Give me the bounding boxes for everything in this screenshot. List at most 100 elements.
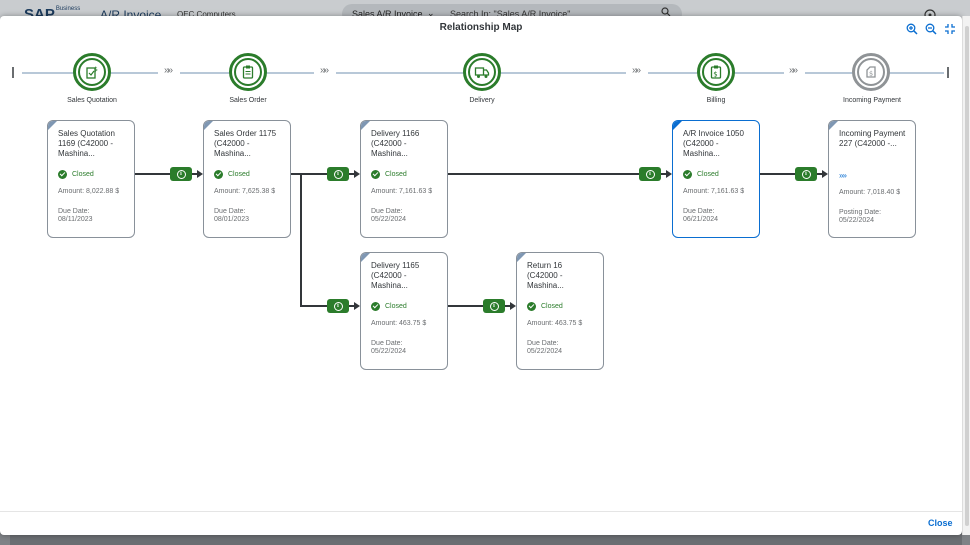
link-line [290, 173, 327, 175]
card-title: Sales Order 1175 (C42000 - Mashina... [214, 129, 277, 158]
link-info-badge[interactable]: i [170, 167, 192, 181]
quotation-icon: $ [86, 66, 98, 79]
lane-connector [336, 72, 464, 74]
card-date: 05/22/2024 [371, 348, 407, 355]
card-amount: Amount: 8,022.88 $ [58, 188, 120, 195]
card-title: Delivery 1165 (C42000 - Mashina... [371, 261, 420, 290]
info-icon: i [333, 301, 343, 311]
status-closed: Closed [58, 169, 126, 179]
card-amount: Amount: 7,018.40 $ [839, 189, 901, 196]
check-circle-icon [371, 169, 380, 179]
chevron-down-icon[interactable]: ⌄ [427, 8, 435, 18]
card-amount: Amount: 7,161.63 $ [683, 188, 745, 195]
status-closed: Closed [527, 301, 595, 311]
company-name: OEC Computers [177, 10, 236, 19]
card-corner-marker [673, 121, 682, 130]
lane-connector [110, 72, 158, 74]
card-date-label: Due Date: [527, 340, 559, 347]
exit-fullscreen-icon[interactable] [944, 23, 956, 35]
lane-connector [648, 72, 698, 74]
status-closed: Closed [214, 169, 282, 179]
link-info-badge[interactable]: i [327, 167, 349, 181]
doc-card-delivery-1166[interactable]: Delivery 1166 (C42000 - Mashina... Close… [360, 120, 448, 238]
check-circle-icon [527, 301, 536, 311]
search-icon[interactable] [661, 7, 671, 17]
doc-card-sales-order[interactable]: Sales Order 1175 (C42000 - Mashina... Cl… [203, 120, 291, 238]
status-closed: Closed [683, 169, 751, 179]
doc-card-sales-quotation[interactable]: Sales Quotation 1169 (C42000 - Mashina..… [47, 120, 135, 238]
info-icon: i [801, 169, 811, 179]
card-date-label: Due Date: [371, 208, 403, 215]
check-circle-icon [683, 169, 692, 179]
svg-text:$: $ [713, 70, 717, 78]
info-icon: i [645, 169, 655, 179]
link-line [505, 305, 510, 307]
status-label: Closed [541, 302, 563, 310]
card-corner-marker [829, 121, 838, 130]
card-date: 08/01/2023 [214, 216, 250, 223]
card-corner-marker [361, 253, 370, 262]
card-amount: Amount: 463.75 $ [371, 320, 427, 327]
zoom-out-icon[interactable] [925, 23, 937, 35]
doc-card-ar-invoice[interactable]: A/R Invoice 1050 (C42000 - Mashina... Cl… [672, 120, 760, 238]
card-corner-marker [48, 121, 57, 130]
card-title: Sales Quotation 1169 (C42000 - Mashina..… [58, 129, 115, 158]
scrollbar-thumb[interactable] [965, 26, 969, 526]
lane-node-billing[interactable]: $ [697, 53, 735, 91]
check-circle-icon [58, 169, 67, 179]
status-in-progress-icon: »» [839, 171, 847, 180]
link-line [661, 173, 666, 175]
lane-connector [500, 72, 626, 74]
card-title: Return 16 (C42000 - Mashina... [527, 261, 564, 290]
search-scope[interactable]: Sales A/R Invoice [352, 9, 423, 19]
footer-divider [0, 511, 962, 512]
card-title: Incoming Payment 227 (C42000 -... [839, 129, 906, 148]
link-info-badge[interactable]: i [327, 299, 349, 313]
card-corner-marker [361, 121, 370, 130]
vertical-scrollbar[interactable] [962, 16, 970, 535]
arrow-head-icon [354, 302, 360, 310]
svg-text:$: $ [869, 70, 873, 78]
lane-node-sales-order[interactable] [229, 53, 267, 91]
close-button[interactable]: Close [928, 518, 953, 528]
lane-node-sales-quotation[interactable]: $ [73, 53, 111, 91]
check-circle-icon [214, 169, 223, 179]
link-line [192, 173, 197, 175]
card-date: 06/21/2024 [683, 216, 719, 223]
doc-card-delivery-1165[interactable]: Delivery 1165 (C42000 - Mashina... Close… [360, 252, 448, 370]
link-line [817, 173, 822, 175]
link-line [447, 173, 639, 175]
link-info-badge[interactable]: i [795, 167, 817, 181]
status-label: Closed [72, 170, 94, 178]
lane-label-billing: Billing [706, 97, 726, 104]
lane-connector [805, 72, 853, 74]
doc-card-return-16[interactable]: Return 16 (C42000 - Mashina... Closed Am… [516, 252, 604, 370]
link-info-badge[interactable]: i [639, 167, 661, 181]
lane-connector [889, 72, 944, 74]
check-circle-icon [371, 301, 380, 311]
card-date-label: Due Date: [371, 340, 403, 347]
lane-start-marker [12, 67, 14, 78]
arrow-head-icon [666, 170, 672, 178]
card-corner-marker [204, 121, 213, 130]
lane-chevron-icon: »» [164, 65, 173, 76]
zoom-in-icon[interactable] [906, 23, 918, 35]
arrow-head-icon [510, 302, 516, 310]
card-amount: Amount: 7,161.63 $ [371, 188, 433, 195]
arrow-head-icon [822, 170, 828, 178]
status-label: Closed [697, 170, 719, 178]
status-label: Closed [385, 302, 407, 310]
link-info-badge[interactable]: i [483, 299, 505, 313]
search-input[interactable]: Search In: "Sales A/R Invoice" [450, 9, 571, 19]
doc-card-incoming-payment[interactable]: Incoming Payment 227 (C42000 -... »» Amo… [828, 120, 916, 238]
lane-node-incoming-payment[interactable]: $ [852, 53, 890, 91]
info-icon: i [333, 169, 343, 179]
link-line [447, 305, 483, 307]
lane-connector [266, 72, 314, 74]
arrow-head-icon [354, 170, 360, 178]
status-closed: Closed [371, 301, 439, 311]
order-clipboard-icon [242, 65, 254, 79]
lane-chevron-icon: »» [320, 65, 329, 76]
lane-node-delivery[interactable] [463, 53, 501, 91]
lane-connector [22, 72, 74, 74]
